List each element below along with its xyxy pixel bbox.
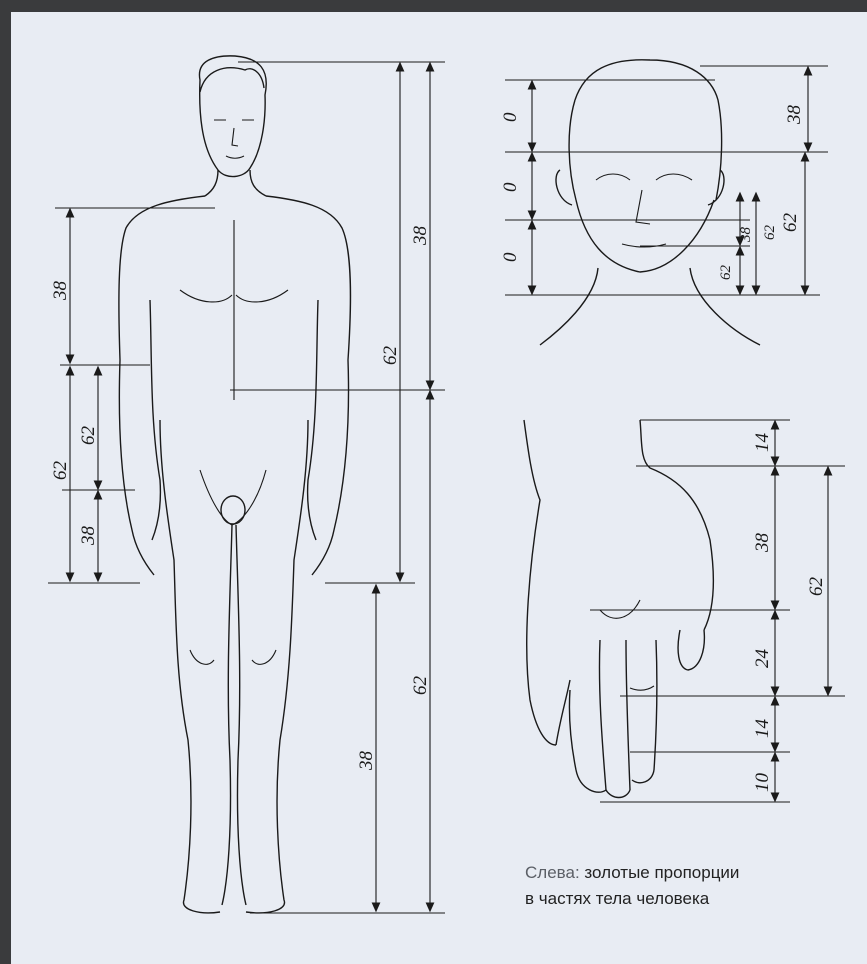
label-body-top-38: 38	[410, 226, 431, 247]
label-hand-62: 62	[806, 577, 827, 597]
label-head-3: 0	[500, 252, 521, 262]
label-hand-10: 10	[752, 773, 773, 793]
label-body-arm-62: 62	[50, 461, 71, 481]
caption: Слева: золотые пропорции в частях тела ч…	[525, 860, 845, 912]
label-head-small-38: 38	[738, 227, 754, 244]
label-body-elbow-62: 62	[78, 426, 99, 446]
hand-figure	[524, 420, 713, 798]
label-body-shoulder: 38	[50, 281, 71, 302]
label-head-small-62-b: 62	[718, 265, 734, 281]
label-head-small-62-a: 62	[762, 225, 778, 241]
hand-dimension-arrows	[775, 424, 828, 798]
label-body-mid-62: 62	[380, 346, 401, 366]
head-figure	[540, 60, 760, 345]
label-head-1: 0	[500, 112, 521, 122]
label-hand-14: 14	[752, 719, 773, 739]
label-head-right-62: 62	[780, 213, 801, 233]
label-hand-14-top: 14	[752, 433, 773, 453]
caption-lead: Слева:	[525, 863, 584, 882]
caption-text-1: золотые пропорции	[584, 863, 739, 882]
label-body-leg-38: 38	[356, 751, 377, 772]
label-body-forearm-38: 38	[78, 526, 99, 547]
label-hand-38: 38	[752, 533, 773, 554]
label-head-top-38: 38	[784, 105, 805, 126]
body-reference-lines	[48, 62, 445, 913]
head-reference-lines	[505, 66, 828, 295]
head-dimension-labels: 0 0 0 38 62 38 62 62	[500, 105, 805, 281]
caption-line-2: в частях тела человека	[525, 886, 845, 912]
label-head-2: 0	[500, 182, 521, 192]
label-body-leg-62: 62	[410, 676, 431, 696]
label-hand-24: 24	[752, 649, 773, 669]
hand-dimension-labels: 14 38 62 24 14 10	[752, 433, 827, 793]
caption-line-1: Слева: золотые пропорции	[525, 860, 845, 886]
body-figure	[119, 56, 351, 913]
